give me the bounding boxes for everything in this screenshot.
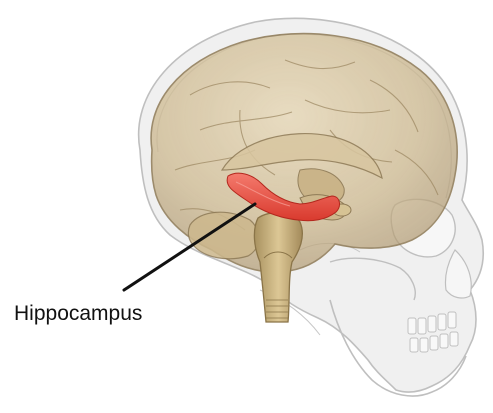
brain	[151, 34, 457, 272]
teeth	[408, 312, 458, 352]
hippocampus-label: Hippocampus	[14, 302, 142, 325]
